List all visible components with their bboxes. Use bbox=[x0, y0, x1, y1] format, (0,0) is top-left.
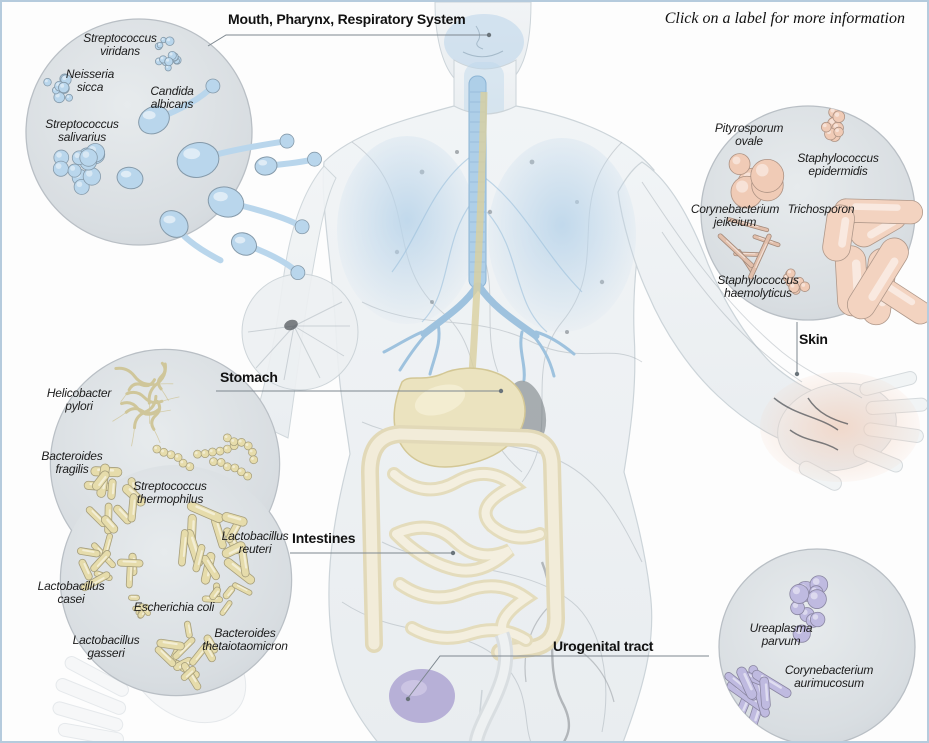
neisseria-sicca-illustration bbox=[43, 73, 73, 104]
leader-line-mouth bbox=[207, 34, 489, 47]
instruction-text: Click on a label for more information bbox=[664, 10, 905, 27]
helicobacter-pylori-illustration bbox=[112, 361, 180, 447]
corynebacterium-jeikeium-illustration bbox=[717, 217, 781, 280]
ureaplasma-parvum-illustration bbox=[789, 575, 829, 643]
streptococcus-viridans-illustration bbox=[154, 36, 182, 72]
small-intestine bbox=[387, 466, 547, 647]
mouth-area-highlight bbox=[444, 14, 524, 70]
species-label-ureaplasma-parvum[interactable]: Ureaplasma parvum bbox=[749, 621, 813, 648]
candida-albicans-illustration bbox=[116, 78, 322, 281]
species-label-escherichia-coli[interactable]: Escherichia coli bbox=[133, 600, 215, 614]
species-label-streptococcus-salivarius[interactable]: Streptococcus salivarius bbox=[45, 117, 119, 144]
region-label-mouth-pharynx-respiratory[interactable]: Mouth, Pharynx, Respiratory System bbox=[228, 11, 466, 27]
trichosporon-illustration bbox=[822, 198, 927, 326]
species-label-lactobacillus-casei[interactable]: Lactobacillus casei bbox=[37, 579, 105, 606]
lactobacillus-casei-illustration bbox=[76, 533, 144, 592]
bronchi bbox=[382, 282, 576, 382]
species-label-candida-albicans[interactable]: Candida albicans bbox=[150, 84, 194, 111]
species-label-bacteroides-fragilis[interactable]: Bacteroides fragilis bbox=[41, 449, 103, 476]
right-hand bbox=[760, 371, 927, 491]
escherichia-coli-illustration bbox=[128, 594, 151, 619]
species-label-staphylococcus-epidermidis[interactable]: Staphylococcus epidermidis bbox=[797, 151, 879, 178]
breast bbox=[241, 273, 359, 391]
species-label-corynebacterium-jeikeium[interactable]: Corynebacterium jeikeium bbox=[690, 202, 780, 229]
pityrosporum-ovale-illustration bbox=[728, 153, 785, 209]
streptococcus-salivarius-illustration bbox=[52, 143, 106, 195]
species-label-lactobacillus-reuteri[interactable]: Lactobacillus reuteri bbox=[221, 529, 289, 556]
species-label-bacteroides-thetaiotaomicron[interactable]: Bacteroides thetaiotaomicron bbox=[202, 626, 288, 653]
species-label-lactobacillus-gasseri[interactable]: Lactobacillus gasseri bbox=[72, 633, 140, 660]
region-label-skin[interactable]: Skin bbox=[799, 331, 828, 347]
species-label-corynebacterium-aurimucosum[interactable]: Corynebacterium aurimucosum bbox=[784, 663, 874, 690]
staphylococcus-epidermidis-illustration bbox=[820, 106, 846, 142]
species-label-streptococcus-viridans[interactable]: Streptococcus viridans bbox=[83, 31, 157, 58]
lactobacillus-reuteri-illustration bbox=[178, 501, 256, 585]
region-label-urogenital-tract[interactable]: Urogenital tract bbox=[553, 638, 654, 654]
species-label-trichosporon[interactable]: Trichosporon bbox=[787, 202, 855, 216]
region-label-intestines[interactable]: Intestines bbox=[292, 530, 356, 546]
leader-lines bbox=[207, 32, 800, 702]
region-label-stomach[interactable]: Stomach bbox=[220, 369, 278, 385]
species-label-staphylococcus-haemolyticus[interactable]: Staphylococcus haemolyticus bbox=[717, 273, 799, 300]
streptococcus-thermophilus-illustration bbox=[152, 433, 259, 481]
species-label-pityrosporum-ovale[interactable]: Pityrosporum ovale bbox=[714, 121, 784, 148]
hand-veins bbox=[773, 397, 849, 451]
skin-highlight bbox=[760, 372, 920, 482]
species-label-streptococcus-thermophilus[interactable]: Streptococcus thermophilus bbox=[133, 479, 207, 506]
bacteroides-fragilis-illustration bbox=[83, 463, 146, 535]
bacteroides-thetaiotaomicron-illustration bbox=[201, 582, 253, 616]
esophagus bbox=[468, 91, 488, 375]
bladder bbox=[389, 669, 455, 723]
leader-line-urogenital bbox=[407, 655, 709, 699]
species-label-helicobacter-pylori[interactable]: Helicobacter pylori bbox=[46, 386, 112, 413]
lactobacillus-gasseri-illustration bbox=[154, 620, 219, 691]
staphylococcus-haemolyticus-illustration bbox=[782, 268, 811, 295]
species-label-neisseria-sicca[interactable]: Neisseria sicca bbox=[65, 67, 115, 94]
corynebacterium-aurimucosum-illustration bbox=[724, 665, 792, 733]
